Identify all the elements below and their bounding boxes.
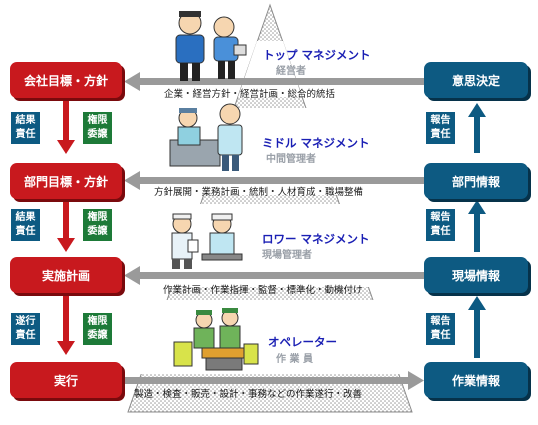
operators-illustration [173, 308, 259, 371]
tier-lower-tasks: 作業計画・作業指揮・監督・標準化・動機付け [163, 285, 363, 296]
tag-text: 責任 [15, 330, 36, 341]
department-info-label: 部門情報 [451, 174, 500, 189]
tier-operator-role: 作 業 員 [276, 354, 313, 365]
site-info-box: 現場情報 [424, 257, 528, 293]
tier-lower-title: ロワー マネジメント [262, 232, 370, 246]
tier-top-tasks: 企業・経営方針・経営計画・総合的統括 [164, 89, 336, 100]
tag-report-responsibility-1: 報告責任 [426, 112, 455, 144]
tag-text: 責任 [430, 226, 451, 237]
tag-execution-responsibility: 遂行責任 [11, 313, 40, 345]
middle-managers-illustration [169, 103, 243, 171]
tag-text: 委譲 [87, 330, 108, 341]
execution-label: 実行 [53, 373, 78, 388]
department-goal-label: 部門目標・方針 [23, 174, 108, 189]
tag-text: 責任 [15, 226, 36, 237]
horizontal-arrows [120, 72, 426, 390]
tag-text: 責任 [430, 129, 451, 140]
implementation-plan-box: 実施計画 [10, 257, 122, 293]
lower-managers-illustration [171, 213, 243, 269]
tag-text: 権限 [87, 212, 108, 223]
tag-text: 報告 [430, 212, 451, 223]
tag-text: 結果 [15, 115, 36, 126]
execution-box: 実行 [10, 362, 122, 398]
arrow-head-3 [124, 266, 140, 285]
executives-illustration [175, 11, 247, 81]
site-info-label: 現場情報 [451, 268, 500, 283]
tag-text: 結果 [15, 212, 36, 223]
tag-text: 報告 [430, 316, 451, 327]
arrow-head-4 [408, 371, 424, 390]
tier-operator-tasks: 製造・検査・販売・設計・事務などの作業遂行・改善 [134, 389, 363, 400]
tag-text: 委譲 [87, 226, 108, 237]
implementation-plan-label: 実施計画 [41, 268, 90, 283]
arrow-site-info-to-plan [138, 272, 426, 279]
tag-result-responsibility-2: 結果責任 [11, 209, 40, 241]
arrow-decision-to-goal [138, 78, 426, 85]
arrow-execution-to-work-info [120, 377, 410, 384]
left-down-arrows [57, 100, 75, 355]
tag-authority-delegation-1: 権限委譲 [83, 112, 112, 144]
tag-report-responsibility-3: 報告責任 [426, 313, 455, 345]
tag-text: 責任 [15, 129, 36, 140]
tier-middle-role: 中間管理者 [266, 154, 316, 165]
arrow-head-2 [124, 171, 140, 190]
arrow-head-1 [124, 72, 140, 91]
decision-box: 意思決定 [424, 62, 528, 98]
tag-text: 権限 [87, 115, 108, 126]
tier-lower-role: 現場管理者 [262, 250, 312, 261]
tag-authority-delegation-3: 権限委譲 [83, 313, 112, 345]
work-info-box: 作業情報 [424, 362, 528, 398]
tag-text: 権限 [87, 316, 108, 327]
tag-text: 委譲 [87, 129, 108, 140]
right-up-arrows [468, 103, 486, 358]
tag-report-responsibility-2: 報告責任 [426, 209, 455, 241]
tag-authority-delegation-2: 権限委譲 [83, 209, 112, 241]
decision-label: 意思決定 [451, 73, 500, 88]
department-goal-box: 部門目標・方針 [10, 163, 122, 199]
tag-result-responsibility-1: 結果責任 [11, 112, 40, 144]
arrow-dept-info-to-dept-goal [138, 177, 426, 184]
tier-top-role: 経営者 [276, 66, 306, 77]
work-info-label: 作業情報 [451, 373, 500, 388]
tag-text: 報告 [430, 115, 451, 126]
tier-middle-title: ミドル マネジメント [262, 136, 370, 150]
department-info-box: 部門情報 [424, 163, 528, 199]
company-goal-box: 会社目標・方針 [10, 62, 122, 98]
tag-text: 責任 [430, 330, 451, 341]
tier-top-title: トップ マネジメント [263, 48, 371, 62]
tag-text: 遂行 [15, 316, 36, 327]
tier-middle-tasks: 方針展開・業務計画・統制・人材育成・職場整備 [154, 187, 364, 198]
tier-operator-title: オペレーター [268, 335, 337, 349]
company-goal-label: 会社目標・方針 [23, 73, 108, 88]
